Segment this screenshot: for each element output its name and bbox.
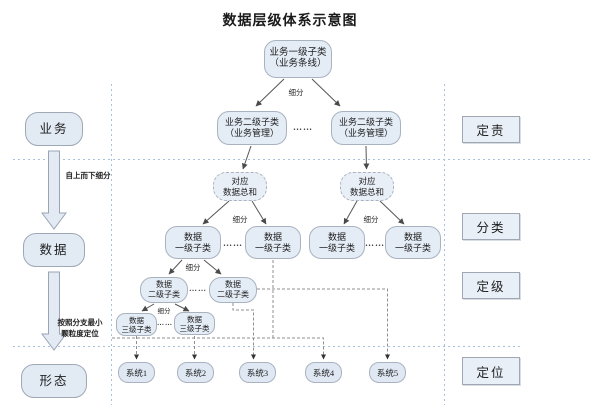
data-sum-left-line2: 数据总和 [222,186,257,197]
ellipsis-data-l1-left: …… [223,238,243,248]
stage-node-data: 数据 [23,233,85,267]
system-node-2: 系统2 [177,362,214,383]
data-sum-left-line1: 对应 [231,176,249,187]
system-node-1: 系统1 [118,362,155,383]
data-l3-right-line2: 三级子类 [179,323,210,333]
refine-label-2b: 细分 [363,215,379,224]
data-l1-3-line1: 数据 [327,231,346,242]
data-l1-node-4: 数据 一级子类 [385,226,441,259]
data-l2-node-right: 数据 二级子类 [209,277,257,303]
data-l1-node-3: 数据 一级子类 [309,226,365,259]
data-l1-3-line2: 一级子类 [318,242,355,253]
data-l1-2-line2: 一级子类 [254,242,291,253]
arrow2-caption: 按照分支最小 颗粒度定位 [52,318,108,339]
data-l3-right-line1: 数据 [187,314,202,324]
arrow1-caption: 自上而下细分 [65,171,111,180]
data-l3-left-line2: 三级子类 [121,324,152,334]
left-lane-arrows [41,150,67,351]
ellipsis-data-l2: …… [189,284,207,293]
data-l1-1-line2: 一级子类 [174,242,211,253]
stage-node-form: 形态 [21,364,87,398]
root-node-line2: （业务条线） [269,59,327,69]
data-l1-4-line1: 数据 [403,231,422,242]
down-block-arrow-2-icon [41,271,67,351]
biz-l2-right-line2: （业务管理） [338,128,393,138]
band-label-responsibility: 定责 [462,116,520,143]
band-label-positioning: 定位 [462,357,520,385]
lane-grid-lines [13,84,592,405]
data-sum-node-left: 对应 数据总和 [213,172,267,201]
biz-l2-left-line2: （业务管理） [224,128,279,138]
data-sum-right-line2: 数据总和 [349,186,384,197]
refine-label-4: 细分 [157,308,171,315]
biz-l2-node-left: 业务二级子类 （业务管理） [217,111,287,145]
dashed-system-connectors [112,260,390,360]
data-l2-left-line1: 数据 [156,280,172,290]
data-l3-left-line1: 数据 [129,315,144,325]
data-sum-right-line1: 对应 [358,176,376,187]
data-l2-node-left: 数据 二级子类 [140,277,188,303]
system-node-3: 系统3 [239,362,276,383]
down-block-arrow-1-icon [41,150,67,230]
tree-solid-arrows [141,78,405,312]
data-l2-right-line2: 二级子类 [217,290,249,299]
biz-l2-right-line1: 业务二级子类 [338,117,393,128]
data-l3-node-left: 数据 三级子类 [116,313,157,336]
data-l1-1-line1: 数据 [183,231,202,242]
root-node-line1: 业务一级子类 [269,47,327,58]
data-l2-left-line2: 二级子类 [148,290,180,299]
band-label-classification: 分类 [462,213,520,240]
arrow2-caption-line2: 颗粒度定位 [61,328,99,338]
ellipsis-data-l3: …… [157,319,173,327]
refine-label-3: 细分 [185,263,201,272]
biz-l2-node-right: 业务二级子类 （业务管理） [331,111,401,145]
data-l1-2-line1: 数据 [263,231,282,242]
refine-label-1: 细分 [288,88,304,97]
data-l1-node-1: 数据 一级子类 [165,226,221,259]
system-node-5: 系统5 [369,362,406,383]
system-node-4: 系统4 [305,362,342,383]
root-node-business-l1: 业务一级子类 （业务条线） [264,40,332,78]
biz-l2-left-line1: 业务二级子类 [224,117,279,128]
refine-label-2a: 细分 [232,215,248,224]
ellipsis-data-l1-right: …… [365,238,385,248]
data-l2-right-line1: 数据 [225,280,241,290]
data-l1-node-2: 数据 一级子类 [245,226,301,259]
data-sum-node-right: 对应 数据总和 [340,172,394,201]
arrow2-caption-line1: 按照分支最小 [57,318,103,327]
ellipsis-biz-l2: …… [293,122,313,132]
band-label-grading: 定级 [462,272,520,299]
page-title: 数据层级体系示意图 [222,14,358,29]
data-l3-node-right: 数据 三级子类 [174,312,215,335]
data-l1-4-line2: 一级子类 [394,242,431,253]
stage-node-business: 业务 [25,112,83,146]
